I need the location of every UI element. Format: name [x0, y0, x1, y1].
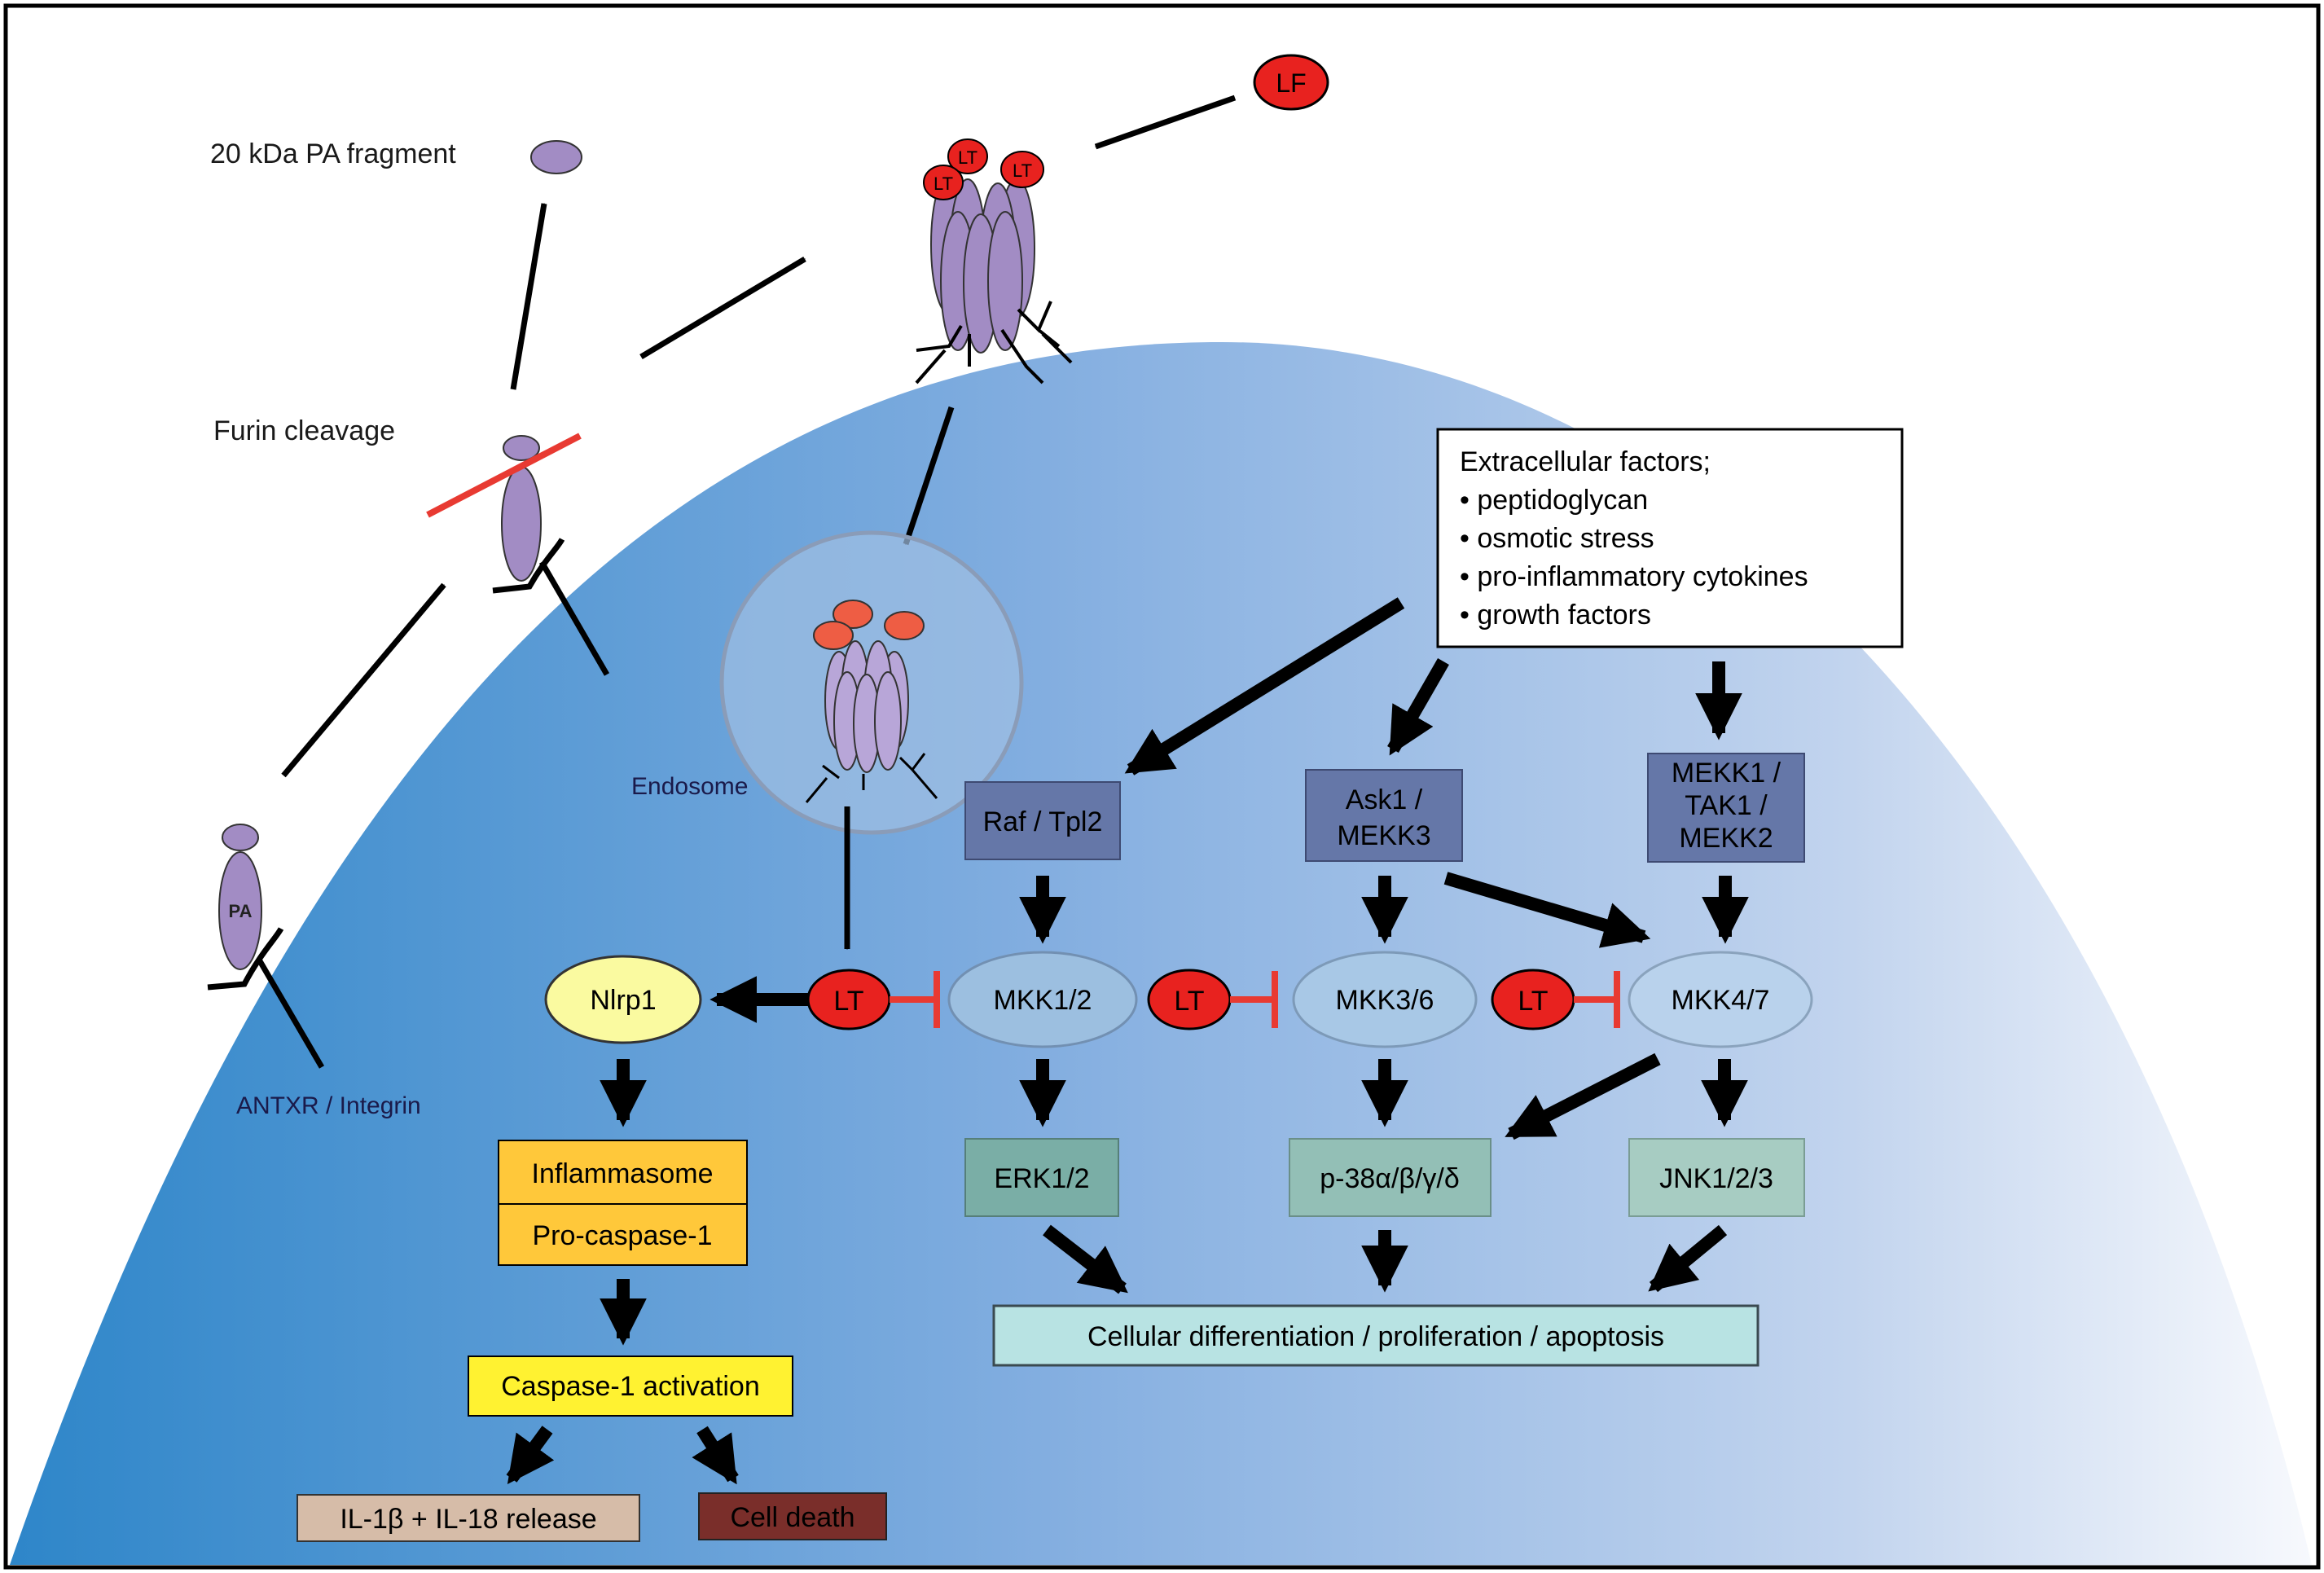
factor-growth-factors: • growth factors: [1460, 600, 1651, 631]
arrow-to-furin: [281, 582, 446, 778]
mekk1-label: MEKK1 /: [1672, 758, 1781, 789]
arrow-lf: [1094, 94, 1237, 150]
arrow-to-il-release: [506, 1426, 555, 1484]
cell-death-label: Cell death: [730, 1502, 854, 1533]
mekk3-label: MEKK3: [1337, 820, 1430, 851]
erk12-label: ERK1/2: [994, 1163, 1089, 1194]
arrow-erk-to-cellular: [1043, 1224, 1128, 1294]
lf-label: LF: [1276, 68, 1306, 98]
lt-label-3: LT: [1518, 986, 1548, 1017]
lt-label-1: LT: [833, 986, 863, 1017]
raf-tpl2-label: Raf / Tpl2: [983, 806, 1103, 837]
jnk123-box: JNK1/2/3: [1628, 1138, 1805, 1217]
mkk12-label: MKK1/2: [994, 985, 1092, 1016]
lt-inhibits-mkk47: LT: [1491, 969, 1620, 1030]
arrow-factors-to-raf: [1124, 597, 1405, 776]
factor-cytokines: • pro-inflammatory cytokines: [1460, 561, 1808, 592]
pa-prepore-complex: LT LT LT: [915, 138, 1073, 384]
ask1-label: Ask1 /: [1346, 784, 1423, 815]
prepore-lt-1: LT: [958, 147, 977, 168]
mekk1-tak1-mekk2-box: MEKK1 / TAK1 / MEKK2: [1647, 753, 1805, 863]
arrow-to-prepore: [639, 256, 806, 360]
cellular-outcome-box: Cellular differentiation / proliferation…: [992, 1304, 1759, 1367]
prepore-lt-3: LT: [1013, 160, 1032, 181]
erk12-box: ERK1/2: [964, 1138, 1119, 1217]
factor-peptidoglycan: • peptidoglycan: [1460, 485, 1648, 516]
ask1-mekk3-box: Ask1 / MEKK3: [1305, 769, 1463, 862]
lt-label-2: LT: [1174, 986, 1204, 1017]
receptor-stem: [256, 958, 325, 1069]
il-release-box: IL-1β + IL-18 release: [297, 1494, 640, 1542]
arrow-to-cell-death: [692, 1426, 739, 1485]
extracellular-title: Extracellular factors;: [1460, 446, 1711, 477]
receptor-label: ANTXR / Integrin: [236, 1092, 421, 1119]
pa-label: PA: [229, 901, 253, 921]
pa-fragment-label: 20 kDa PA fragment: [210, 138, 456, 169]
endosome: [719, 530, 1024, 835]
mkk47-label: MKK4/7: [1672, 985, 1770, 1016]
arrow-jnk-to-cellular: [1648, 1224, 1728, 1293]
caspase-activation-box: Caspase-1 activation: [468, 1356, 793, 1417]
arrow-to-endosome: [903, 406, 955, 546]
jnk123-label: JNK1/2/3: [1659, 1163, 1773, 1194]
lt-inhibits-mkk12: LT: [806, 969, 940, 1030]
nlrp1-oval: Nlrp1: [544, 955, 702, 1044]
inflammasome-label: Inflammasome: [532, 1158, 714, 1189]
mkk12-oval: MKK1/2: [947, 951, 1138, 1048]
pa-fragment: [530, 140, 582, 174]
cell-death-box: Cell death: [698, 1492, 887, 1540]
p38-label: p-38α/β/γ/δ: [1320, 1163, 1460, 1194]
extracellular-factors-box: Extracellular factors; • peptidoglycan •…: [1436, 428, 1904, 648]
arrow-ask1-to-mkk47: [1443, 872, 1651, 948]
procaspase-label: Pro-caspase-1: [532, 1220, 712, 1251]
furin-label: Furin cleavage: [213, 415, 395, 446]
prepore-lt-2: LT: [934, 174, 953, 194]
nlrp1-label: Nlrp1: [590, 985, 656, 1016]
arrow-mkk47-to-p38: [1505, 1052, 1661, 1140]
mkk36-oval: MKK3/6: [1292, 951, 1478, 1048]
caspase-activation-label: Caspase-1 activation: [501, 1371, 760, 1402]
mekk2-label: MEKK2: [1679, 823, 1773, 854]
lf-circle: [1253, 54, 1329, 111]
raf-tpl2-box: Raf / Tpl2: [964, 781, 1121, 860]
inflammasome-box: Inflammasome Pro-caspase-1: [498, 1140, 748, 1266]
receptor-arm: [207, 927, 284, 991]
pa-receptor-unbound: PA: [207, 824, 325, 1069]
arrow-factors-to-ask1: [1387, 658, 1449, 756]
lt-inhibits-mkk36: LT: [1147, 969, 1278, 1030]
tak1-label: TAK1 /: [1685, 790, 1768, 821]
furin-cut-line: [426, 433, 582, 518]
cellular-outcome-label: Cellular differentiation / proliferation…: [1087, 1321, 1664, 1352]
factor-osmotic-stress: • osmotic stress: [1460, 523, 1654, 554]
endosome-label: Endosome: [631, 773, 748, 800]
p38-box: p-38α/β/γ/δ: [1289, 1138, 1491, 1217]
il-release-label: IL-1β + IL-18 release: [340, 1504, 596, 1535]
mkk36-label: MKK3/6: [1336, 985, 1434, 1016]
arrow-to-fragment: [510, 202, 547, 390]
mkk47-oval: MKK4/7: [1628, 951, 1813, 1048]
pa-receptor-cleaved: [426, 433, 610, 676]
